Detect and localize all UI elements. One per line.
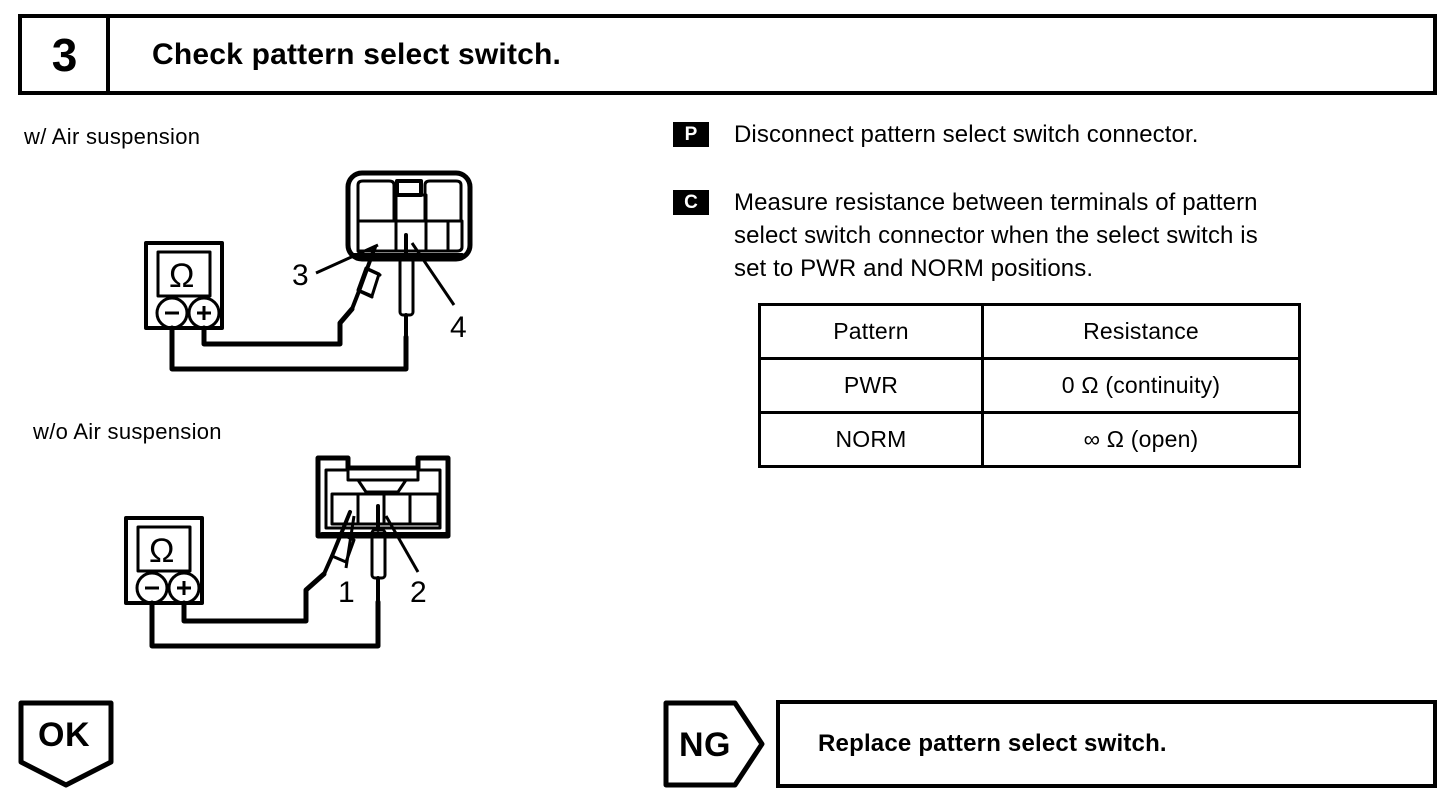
terminal-label-2: 2 — [410, 576, 427, 609]
ng-result-text: Replace pattern select switch. — [818, 730, 1167, 757]
badge-c: C — [673, 190, 709, 215]
diagram-with-air-suspension: 3 4 Ω — [144, 170, 473, 372]
table-cell-pattern-norm: NORM — [758, 411, 984, 468]
ok-badge: OK — [18, 700, 114, 788]
ng-badge-shape — [663, 700, 765, 788]
step-header-bar: 3 Check pattern select switch. — [18, 14, 1437, 95]
instruction-measure-line-2: select switch connector when the select … — [734, 222, 1258, 249]
table-header-pattern: Pattern — [758, 303, 984, 360]
ohm-symbol: Ω — [169, 257, 194, 295]
diagram-caption-without-air-suspension: w/o Air suspension — [33, 419, 222, 444]
ohm-symbol: Ω — [149, 532, 174, 570]
instruction-measure: C Measure resistance between terminals o… — [673, 186, 1448, 285]
table-cell-pattern-pwr: PWR — [758, 357, 984, 414]
terminal-label-3: 3 — [292, 259, 309, 292]
resistance-table: Pattern Resistance PWR 0 Ω (continuity) … — [758, 303, 1301, 468]
table-row: PWR 0 Ω (continuity) — [758, 357, 1301, 414]
step-number: 3 — [51, 28, 78, 81]
instruction-measure-line-3: set to PWR and NORM positions. — [734, 255, 1094, 282]
instruction-measure-text: Measure resistance between terminals of … — [734, 186, 1424, 285]
ok-badge-shape — [18, 700, 114, 788]
table-cell-resistance-pwr: 0 Ω (continuity) — [981, 357, 1301, 414]
ok-badge-label: OK — [38, 716, 90, 754]
table-header-resistance: Resistance — [981, 303, 1301, 360]
step-title: Check pattern select switch. — [152, 37, 562, 71]
diagram-caption-with-air-suspension: w/ Air suspension — [24, 124, 201, 149]
table-cell-resistance-norm: ∞ Ω (open) — [981, 411, 1301, 468]
instruction-disconnect-text: Disconnect pattern select switch connect… — [734, 121, 1199, 148]
badge-p: P — [673, 122, 709, 147]
ng-badge-label: NG — [679, 726, 731, 764]
ng-result-group: NG Replace pattern select switch. — [663, 700, 1437, 788]
instruction-disconnect: P Disconnect pattern select switch conne… — [673, 118, 1433, 151]
instruction-measure-line-1: Measure resistance between terminals of … — [734, 189, 1258, 216]
terminal-label-1: 1 — [338, 576, 355, 609]
diagram-without-air-suspension: 1 2 Ω — [124, 455, 451, 649]
ng-result-box: Replace pattern select switch. — [776, 700, 1437, 788]
table-row: NORM ∞ Ω (open) — [758, 411, 1301, 468]
terminal-label-4: 4 — [450, 311, 467, 344]
step-number-cell: 3 — [22, 18, 110, 91]
table-header-row: Pattern Resistance — [758, 303, 1301, 360]
